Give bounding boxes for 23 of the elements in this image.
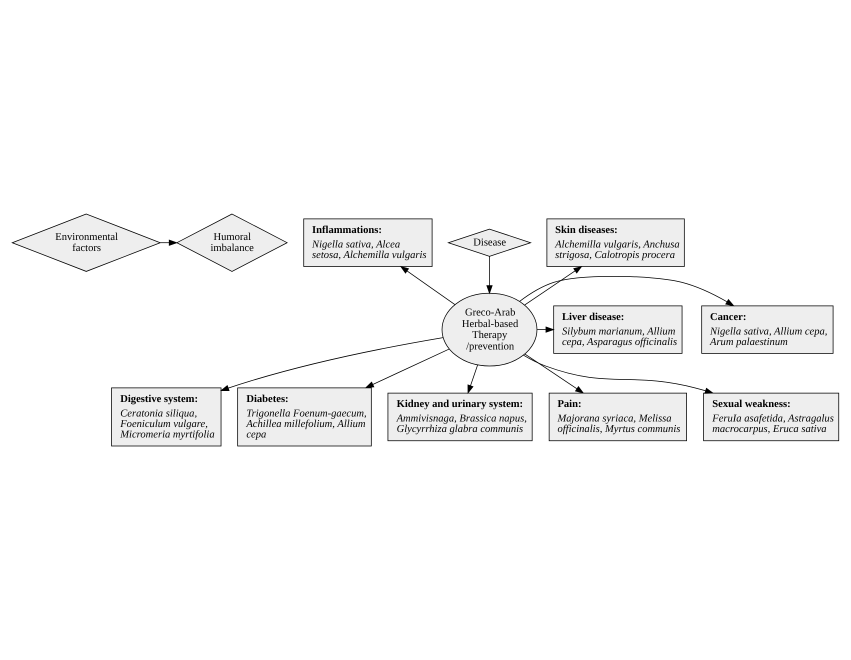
node-box: Cancer: Nigella sativa, Allium cepa, Arum palaestinum (701, 305, 834, 354)
node-ellipse: Greco-Arab Herbal-based Therapy /prevention (442, 292, 538, 366)
arrow (220, 337, 444, 391)
node-box: Digestive system: Ceratonia siliqua, Foeniculum vulgare, Micromeria myrtifolia (111, 387, 222, 446)
node-diamond: Humoral imbalance (176, 214, 288, 272)
arrow (524, 266, 582, 306)
node-box: Skin diseases: Alchemilla vulgaris, Anchusa strigosa, Calotropis procera (546, 218, 685, 267)
node-diamond: Disease (447, 228, 532, 257)
arrow (519, 276, 735, 306)
arrow (536, 326, 555, 333)
node-box: Pain: Majorana syriaca, Melissa officinalis, Myrtus communis (548, 392, 687, 442)
node-box: Diabetes: Trigonella Foenum-gaecum, Achillea millefolium, Allium cepa (237, 387, 372, 446)
node-box: Sexual weakness: FeruIa asafetida, Astragalus macrocarpus, Eruca sativa (703, 392, 840, 442)
arrow (486, 256, 493, 294)
arrow (400, 266, 456, 305)
arrow (468, 364, 478, 394)
arrow (524, 354, 584, 394)
node-diamond: Environmental factors (11, 214, 162, 272)
node-box: Kidney and urinary system: Ammivisnaga, Brassica napus, Glycyrrhiza glabra communis (388, 392, 533, 442)
node-box: Liver disease: Silybum marianum, Allium cepa, Asparagus officinalis (553, 305, 682, 354)
arrow (523, 354, 714, 394)
arrow (364, 348, 450, 388)
node-box: Inflammations: Nigella sativa, Alcea setosa, Alchemilla vulgaris (303, 218, 432, 267)
